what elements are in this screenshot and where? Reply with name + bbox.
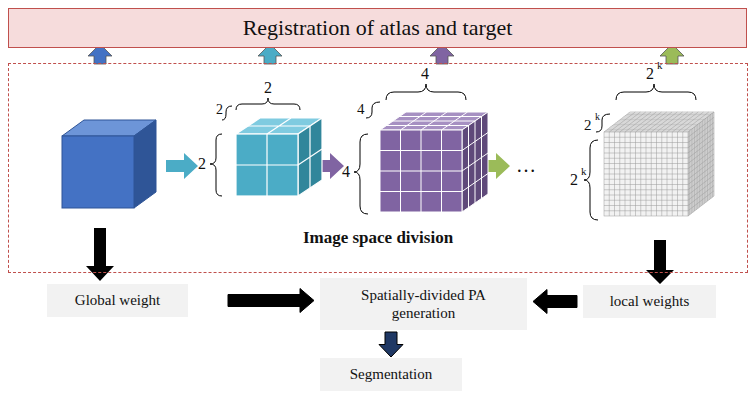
dimension-label: k xyxy=(657,60,663,71)
dimension-label: 2 xyxy=(570,172,578,188)
flow-arrow xyxy=(533,290,577,314)
dimension-label: k xyxy=(595,112,600,122)
node-text: Registration of atlas and target xyxy=(243,15,513,41)
dimension-label: 2 xyxy=(646,66,654,82)
grid-cube xyxy=(604,112,714,216)
flow-arrow xyxy=(379,332,403,357)
grid-cube xyxy=(236,118,322,196)
process-box: local weights xyxy=(583,285,716,318)
cubes xyxy=(62,112,714,216)
dimension-label: 2 xyxy=(264,80,272,96)
process-box: Spatially-divided PA generation xyxy=(320,278,527,330)
weight-arrows xyxy=(86,228,674,284)
registration-band: Registration of atlas and target xyxy=(8,8,747,48)
grid-cube xyxy=(380,112,488,212)
dimension-label: … xyxy=(516,155,536,175)
node-text: Spatially-divided PA generation xyxy=(328,286,519,322)
dimension-label: 2 xyxy=(584,118,592,133)
flow-arrow xyxy=(228,289,314,313)
dimension-label: 2 xyxy=(198,156,206,172)
division-region: Image space division xyxy=(8,63,748,273)
process-box: Global weight xyxy=(47,284,188,317)
grid-cube xyxy=(62,120,156,208)
dimension-label: 4 xyxy=(421,66,429,82)
dimension-braces xyxy=(210,84,696,220)
dimension-label: k xyxy=(581,166,587,177)
dimension-label: 4 xyxy=(342,164,350,180)
node-text: Global weight xyxy=(75,292,160,309)
node-text: Segmentation xyxy=(350,366,433,383)
process-box: Segmentation xyxy=(320,358,462,391)
dimension-label: 4 xyxy=(357,102,365,117)
node-text: local weights xyxy=(610,293,690,310)
node-text: Image space division xyxy=(303,228,453,248)
dimension-label: 2 xyxy=(216,103,223,117)
